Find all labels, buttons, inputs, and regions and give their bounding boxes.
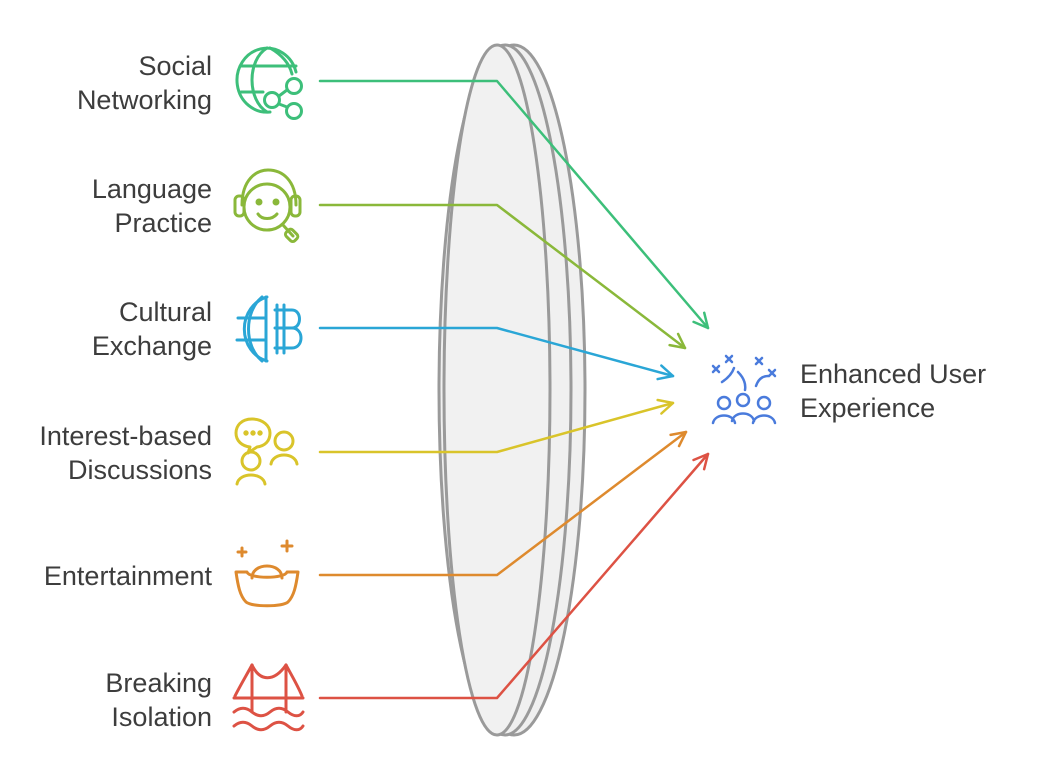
label-line: Social <box>138 51 212 81</box>
input-label-social-networking: Social Networking <box>77 49 212 117</box>
celebrating-group-icon <box>711 354 777 425</box>
lens-front <box>442 43 552 737</box>
connector-line <box>318 326 675 378</box>
globe-network-icon <box>235 46 303 120</box>
connector-line <box>318 203 687 350</box>
label-line: Discussions <box>67 455 212 485</box>
input-label-breaking-isolation: Breaking Isolation <box>105 666 212 734</box>
lens <box>437 43 587 737</box>
chat-people-icon <box>234 417 299 486</box>
label-line: Networking <box>76 85 212 115</box>
bridge-icon <box>232 663 305 732</box>
connector-line <box>318 452 710 700</box>
connector-arrowhead <box>669 430 688 448</box>
label-line: Isolation <box>111 702 212 732</box>
label-line: Language <box>91 174 212 204</box>
connector-arrowhead <box>692 311 710 330</box>
input-label-entertainment: Entertainment <box>44 559 212 593</box>
connector-arrowhead <box>656 398 675 415</box>
label-line: Exchange <box>91 331 212 361</box>
label-line: Breaking <box>105 668 212 698</box>
headset-smile-icon <box>233 168 302 244</box>
label-line: Practice <box>114 208 212 238</box>
connector-arrowhead <box>656 364 675 381</box>
connector-arrows <box>318 79 710 700</box>
globe-currency-icon <box>235 295 303 363</box>
input-label-interest-based-discussions: Interest-based Discussions <box>39 419 212 487</box>
connector-line <box>318 401 675 454</box>
input-label-language-practice: Language Practice <box>92 172 212 240</box>
gold-ingot-icon <box>234 539 300 608</box>
label-line: Interest-based <box>39 421 212 451</box>
label-line: Cultural <box>118 297 212 327</box>
connector-arrowhead <box>668 332 687 350</box>
output-label-enhanced-user-experience: Enhanced User Experience <box>800 357 986 425</box>
label-line: Enhanced User <box>800 359 987 389</box>
connector-arrowhead <box>692 452 710 471</box>
input-label-cultural-exchange: Cultural Exchange <box>92 295 212 363</box>
connector-line <box>318 79 710 330</box>
connector-line <box>318 430 688 577</box>
label-line: Entertainment <box>43 561 212 591</box>
label-line: Experience <box>800 393 936 423</box>
